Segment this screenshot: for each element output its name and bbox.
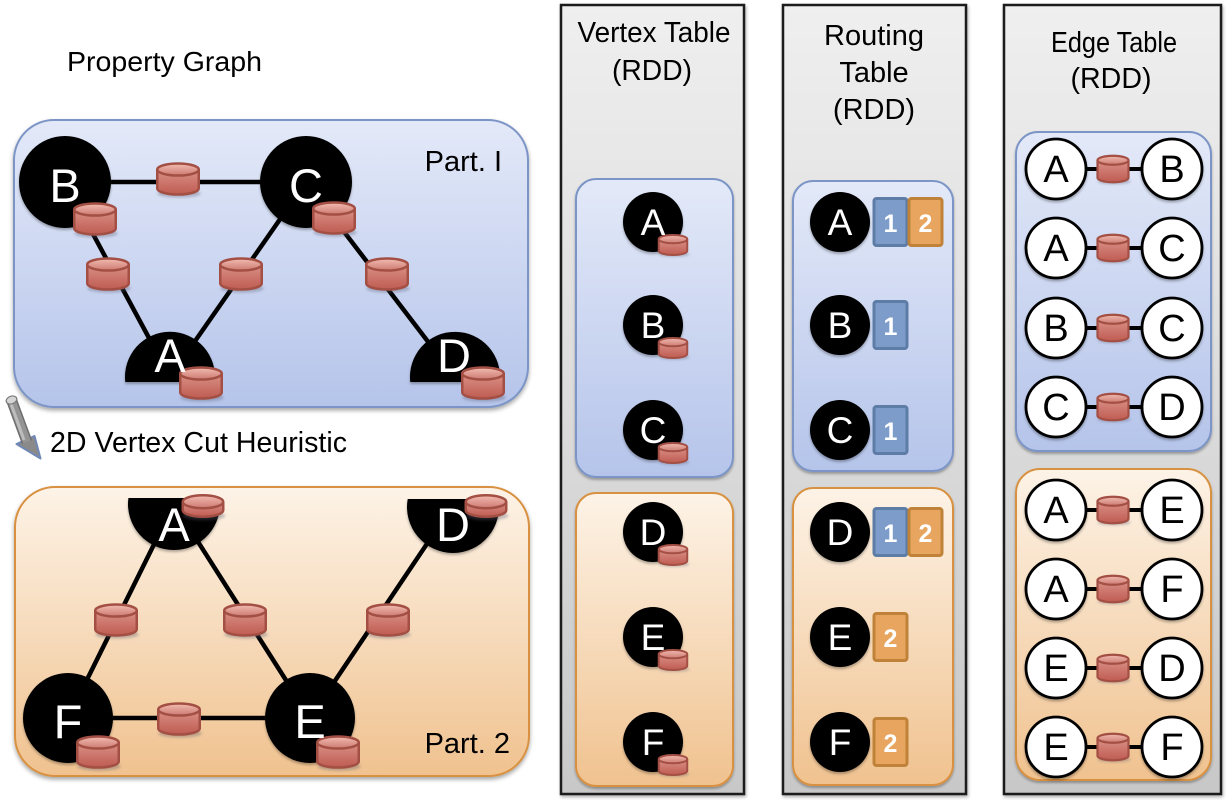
svg-text:A: A [1043,149,1069,191]
svg-text:C: C [827,410,854,451]
svg-text:F: F [1160,569,1183,611]
svg-text:B: B [1043,308,1068,350]
svg-text:1: 1 [884,520,898,548]
svg-text:2: 2 [884,625,898,653]
svg-text:F: F [1160,727,1183,769]
svg-text:A: A [641,202,666,243]
svg-text:A: A [158,498,190,551]
svg-text:1: 1 [884,418,898,446]
svg-text:C: C [289,159,323,212]
svg-text:B: B [828,305,853,346]
svg-text:Vertex Table: Vertex Table [578,17,731,49]
svg-text:B: B [1159,149,1184,191]
svg-text:(RDD): (RDD) [1071,63,1152,95]
svg-text:1: 1 [884,313,898,341]
svg-text:E: E [641,617,666,658]
svg-text:F: F [829,722,852,763]
svg-text:A: A [1043,569,1069,611]
svg-text:(RDD): (RDD) [833,94,915,126]
svg-text:E: E [1043,727,1068,769]
svg-text:1: 1 [884,210,898,238]
svg-text:E: E [294,695,325,748]
svg-text:Routing: Routing [824,20,924,52]
svg-text:C: C [1158,228,1185,270]
svg-text:E: E [828,617,853,658]
svg-text:C: C [1042,387,1069,429]
svg-text:B: B [641,305,666,346]
svg-text:E: E [1159,490,1184,532]
svg-text:F: F [642,722,665,763]
svg-text:2: 2 [919,520,933,548]
svg-text:A: A [1043,228,1069,270]
svg-text:2: 2 [884,730,898,758]
svg-text:D: D [640,512,667,553]
svg-text:D: D [437,329,471,382]
svg-text:Edge Table: Edge Table [1051,27,1177,59]
svg-text:D: D [436,498,470,551]
svg-text:A: A [828,202,853,243]
svg-text:D: D [827,512,854,553]
svg-text:Part. I: Part. I [425,146,502,178]
svg-text:F: F [54,695,83,748]
svg-text:2: 2 [919,210,933,238]
svg-text:C: C [1158,308,1185,350]
svg-text:A: A [154,329,186,382]
svg-text:2D Vertex Cut Heuristic: 2D Vertex Cut Heuristic [50,427,347,459]
svg-text:E: E [1043,648,1068,690]
svg-text:(RDD): (RDD) [612,55,692,87]
svg-text:D: D [1158,387,1185,429]
svg-text:Property Graph: Property Graph [67,46,262,77]
svg-text:Table: Table [839,57,908,89]
svg-text:Part. 2: Part. 2 [425,728,510,760]
svg-text:A: A [1043,490,1069,532]
svg-text:D: D [1158,648,1185,690]
svg-text:B: B [49,159,80,212]
svg-text:C: C [640,410,667,451]
